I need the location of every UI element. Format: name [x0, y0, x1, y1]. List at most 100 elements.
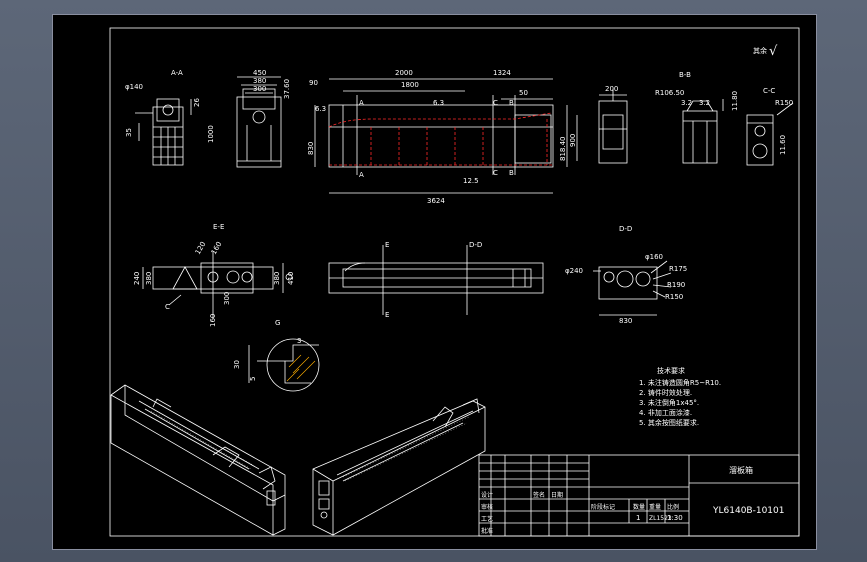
- detail-hatching: [286, 354, 316, 382]
- svg-text:2. 铸件时效处理.: 2. 铸件时效处理.: [639, 388, 692, 397]
- svg-text:B: B: [509, 99, 514, 107]
- svg-text:D-D: D-D: [619, 225, 632, 233]
- svg-text:签名: 签名: [533, 491, 545, 499]
- svg-text:R150: R150: [665, 293, 683, 301]
- drawing-frame: [109, 27, 800, 537]
- svg-text:12.5: 12.5: [463, 177, 479, 185]
- svg-text:450: 450: [253, 69, 266, 77]
- svg-text:1000: 1000: [207, 125, 215, 143]
- svg-text:E: E: [385, 241, 389, 249]
- svg-text:3.2: 3.2: [699, 99, 710, 107]
- svg-text:1800: 1800: [401, 81, 419, 89]
- svg-text:35: 35: [125, 128, 133, 137]
- side-view: 450 380 300 1000 37.60: [207, 69, 291, 168]
- scale-value: 1:30: [667, 514, 683, 522]
- svg-text:数量: 数量: [633, 503, 645, 511]
- svg-text:批准: 批准: [481, 527, 493, 535]
- svg-text:37.60: 37.60: [283, 79, 291, 99]
- svg-text:30: 30: [233, 360, 241, 369]
- svg-text:A: A: [359, 99, 364, 107]
- section-view-aa: A-A φ140 26 35: [125, 69, 201, 166]
- svg-text:B: B: [509, 169, 514, 177]
- svg-text:830: 830: [619, 317, 632, 325]
- front-view: 2000 1324 1800 50 90 830 900 818.40 3624…: [307, 69, 578, 205]
- svg-text:1. 未注铸造圆角R5~R10.: 1. 未注铸造圆角R5~R10.: [639, 378, 721, 387]
- section-view-cc: C-C R150 11.60: [746, 87, 794, 166]
- svg-text:阶段标记: 阶段标记: [591, 503, 615, 511]
- svg-text:1324: 1324: [493, 69, 511, 77]
- svg-text:5: 5: [249, 377, 257, 381]
- part-name: 溜板箱: [729, 465, 753, 475]
- svg-text:设计: 设计: [481, 491, 493, 499]
- svg-text:160: 160: [209, 314, 217, 327]
- hidden-lines: [328, 112, 553, 166]
- svg-text:4. 非加工面涂漆.: 4. 非加工面涂漆.: [639, 408, 692, 417]
- section-view-bb: B-B R106.50 3.2 3.2 11.80: [655, 71, 739, 164]
- svg-text:410: 410: [287, 272, 295, 285]
- svg-text:C: C: [493, 169, 498, 177]
- section-view-dd: D-D φ240 φ160 R175 R190 R150 830: [565, 225, 687, 325]
- technical-notes: 技术要求 1. 未注铸造圆角R5~R10. 2. 铸件时效处理. 3. 未注倒角…: [639, 366, 721, 427]
- drawing-number: YL6140B-10101: [712, 506, 784, 516]
- svg-text:300: 300: [253, 85, 266, 93]
- e-section-plan-view: E E D-D: [328, 241, 544, 319]
- svg-text:2000: 2000: [395, 69, 413, 77]
- svg-text:160: 160: [210, 240, 224, 256]
- svg-text:6.3: 6.3: [315, 105, 326, 113]
- svg-text:φ160: φ160: [645, 253, 663, 261]
- section-view-ee: E-E 240 380 300 380 410 120 160 160 C: [133, 223, 295, 327]
- title-block: 设计 审核 工艺 批准 签名 日期 阶段标记 数量 重量 比例 1 ZL1523…: [478, 454, 800, 537]
- svg-text:818.40: 818.40: [559, 137, 567, 162]
- svg-text:重量: 重量: [649, 503, 661, 511]
- svg-text:380: 380: [145, 272, 153, 285]
- svg-text:300: 300: [223, 292, 231, 305]
- svg-text:240: 240: [133, 272, 141, 285]
- svg-text:比例: 比例: [667, 503, 679, 511]
- svg-text:A-A: A-A: [171, 69, 183, 77]
- quantity-value: 1: [636, 514, 640, 522]
- drawing-sheet: 其余 √ A-A φ140 26 35: [52, 14, 817, 550]
- svg-text:900: 900: [569, 134, 577, 147]
- svg-text:工艺: 工艺: [481, 515, 493, 523]
- svg-text:3.2: 3.2: [681, 99, 692, 107]
- svg-text:φ140: φ140: [125, 83, 143, 91]
- svg-text:日期: 日期: [551, 491, 563, 499]
- svg-text:3: 3: [297, 337, 301, 345]
- svg-text:B-B: B-B: [679, 71, 691, 79]
- svg-text:R150: R150: [775, 99, 793, 107]
- isometric-rack-left: [148, 406, 254, 470]
- svg-text:φ240: φ240: [565, 267, 583, 275]
- svg-text:380: 380: [253, 77, 266, 85]
- svg-text:830: 830: [307, 142, 315, 155]
- isometric-view-right: [312, 398, 486, 536]
- svg-text:200: 200: [605, 85, 618, 93]
- svg-text:E: E: [385, 311, 389, 319]
- svg-text:C: C: [165, 303, 170, 311]
- svg-text:11.60: 11.60: [779, 135, 787, 155]
- svg-text:90: 90: [309, 79, 318, 87]
- svg-text:5. 其余按图纸要求.: 5. 其余按图纸要求.: [639, 418, 699, 427]
- svg-text:C: C: [493, 99, 498, 107]
- svg-text:380: 380: [273, 272, 281, 285]
- svg-text:E-E: E-E: [213, 223, 224, 231]
- svg-text:R175: R175: [669, 265, 687, 273]
- svg-text:A: A: [359, 171, 364, 179]
- material-value: ZL1523: [649, 515, 672, 522]
- svg-text:G: G: [275, 319, 280, 327]
- end-view: 200: [598, 85, 628, 164]
- isometric-view-left: [110, 384, 286, 536]
- detail-view-g: G 30 5 3: [233, 319, 320, 392]
- svg-text:技术要求: 技术要求: [657, 366, 685, 375]
- svg-text:50: 50: [519, 89, 528, 97]
- cad-drawing: 其余 √ A-A φ140 26 35: [109, 27, 800, 537]
- svg-text:审核: 审核: [481, 503, 493, 511]
- svg-text:3624: 3624: [427, 197, 445, 205]
- svg-text:其余: 其余: [753, 46, 767, 55]
- svg-text:6.3: 6.3: [433, 99, 444, 107]
- isometric-rack-right: [342, 416, 470, 482]
- svg-text:√: √: [769, 44, 778, 59]
- svg-text:120: 120: [194, 240, 208, 256]
- svg-text:26: 26: [193, 98, 201, 107]
- svg-text:C-C: C-C: [763, 87, 775, 95]
- svg-text:R190: R190: [667, 281, 685, 289]
